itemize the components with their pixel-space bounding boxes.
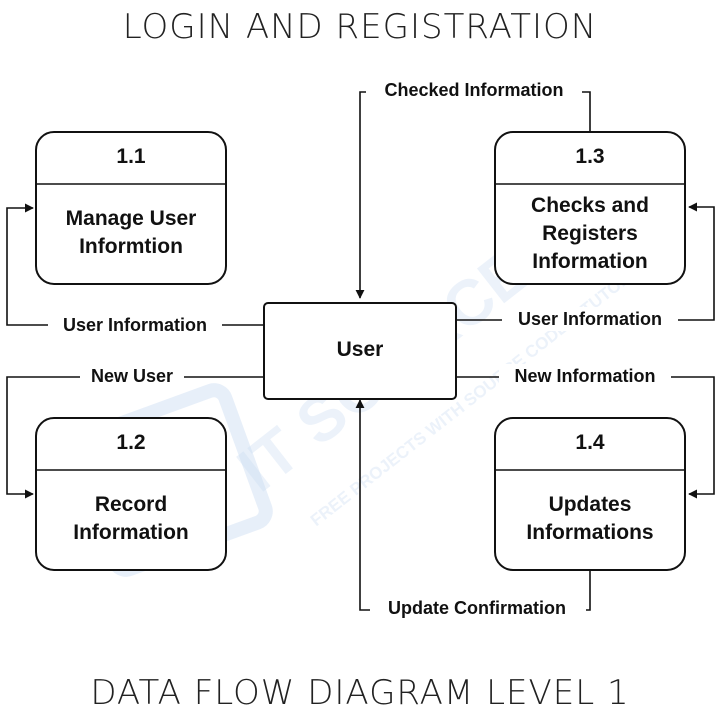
- process-1-2-name-line-1: Record: [95, 493, 167, 516]
- flow-label-checked-information: Checked Information: [384, 80, 563, 100]
- entity-user-label: User: [337, 338, 384, 361]
- process-1-4-name-line-1: Updates: [549, 493, 632, 516]
- flow-label-user-information-left: User Information: [63, 315, 207, 335]
- diagram-footer: DATA FLOW DIAGRAM LEVEL 1: [90, 673, 629, 713]
- process-1-1: 1.1 Manage User Informtion: [35, 131, 227, 285]
- process-1-3-id: 1.3: [575, 145, 604, 168]
- entity-user: User: [263, 302, 457, 400]
- process-1-4-name-line-2: Informations: [526, 521, 653, 544]
- process-1-3-name-line-3: Information: [532, 250, 648, 273]
- process-1-3-name-line-1: Checks and: [531, 194, 649, 217]
- process-1-2-name-line-2: Information: [73, 521, 189, 544]
- process-1-1-name-line-2: Informtion: [79, 235, 183, 258]
- flow-label-new-information: New Information: [514, 366, 655, 386]
- process-1-3-name-line-2: Registers: [542, 222, 638, 245]
- flow-label-new-user: New User: [91, 366, 173, 386]
- flow-labels: Checked Information User Information Use…: [48, 78, 678, 620]
- process-1-1-name-line-1: Manage User: [66, 207, 197, 230]
- flow-label-user-information-right: User Information: [518, 309, 662, 329]
- flow-label-update-confirmation: Update Confirmation: [388, 598, 566, 618]
- diagram-title: LOGIN AND REGISTRATION: [123, 7, 597, 47]
- process-1-4-id: 1.4: [575, 431, 605, 454]
- process-1-4: 1.4 Updates Informations: [494, 417, 686, 571]
- process-1-3: 1.3 Checks and Registers Information: [494, 131, 686, 285]
- process-1-1-id: 1.1: [116, 145, 146, 168]
- process-1-2: 1.2 Record Information: [35, 417, 227, 571]
- process-1-2-id: 1.2: [116, 431, 145, 454]
